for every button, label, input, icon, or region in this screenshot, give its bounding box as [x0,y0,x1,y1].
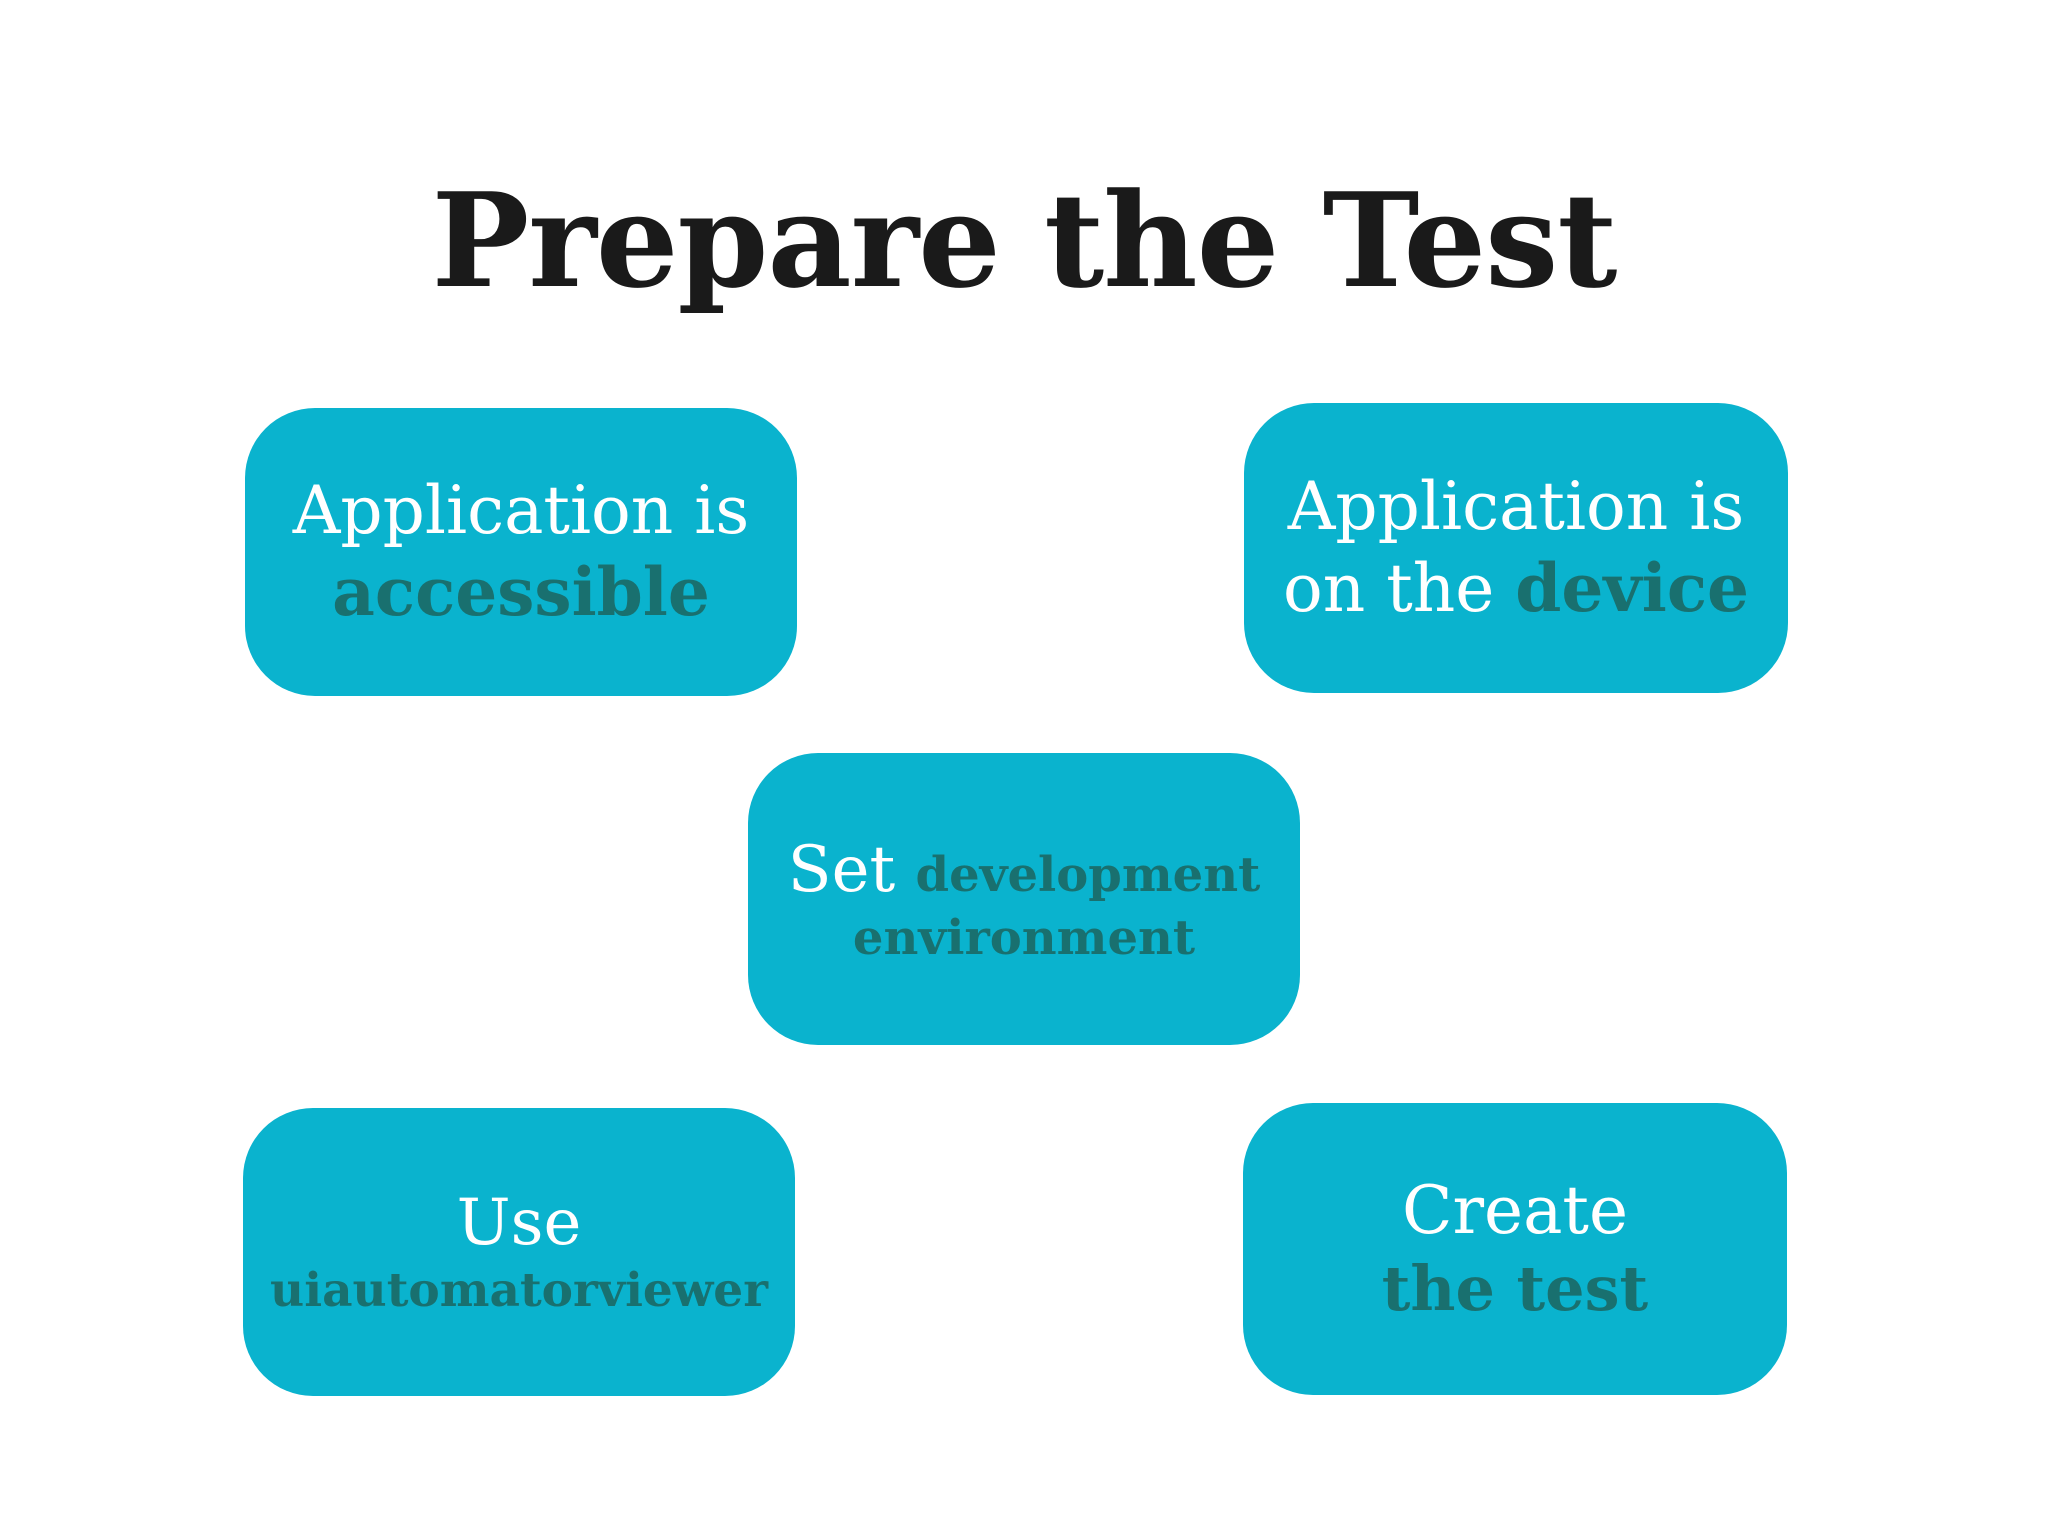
step-text-primary: on the [1282,549,1516,627]
step-box-set-development-environment: Set development environment [748,753,1300,1045]
step-text-emphasis: device [1515,548,1750,627]
step-text-emphasis: environment [852,909,1196,966]
step-line: accessible [332,552,710,634]
step-line: Application is [1288,467,1745,548]
step-line: Create [1402,1171,1628,1252]
step-line: Application is [293,471,750,552]
step-line: uiautomatorviewer [270,1262,768,1319]
step-text-emphasis: uiautomatorviewer [270,1263,768,1319]
step-text-emphasis: the test [1381,1252,1649,1326]
step-box-create-the-test: Create the test [1243,1103,1787,1395]
step-text-emphasis: development [915,846,1261,903]
step-box-use-uiautomatorviewer: Use uiautomatorviewer [243,1108,795,1396]
step-line: Use [457,1184,582,1262]
step-text-primary: Create [1401,1171,1629,1249]
step-line: environment [853,909,1195,968]
step-line: Set development [788,831,1261,909]
step-box-application-on-device: Application is on the device [1244,403,1788,693]
step-line: the test [1382,1251,1648,1327]
step-text-primary: Use [456,1186,582,1261]
step-text-primary: Application is [292,471,750,549]
step-text-primary: Application is [1287,467,1745,545]
step-box-application-accessible: Application is accessible [245,408,797,696]
step-line: on the device [1283,548,1749,630]
step-text-emphasis: accessible [332,552,710,631]
slide-title: Prepare the Test [431,164,1618,317]
step-text-primary: Set [787,832,916,907]
